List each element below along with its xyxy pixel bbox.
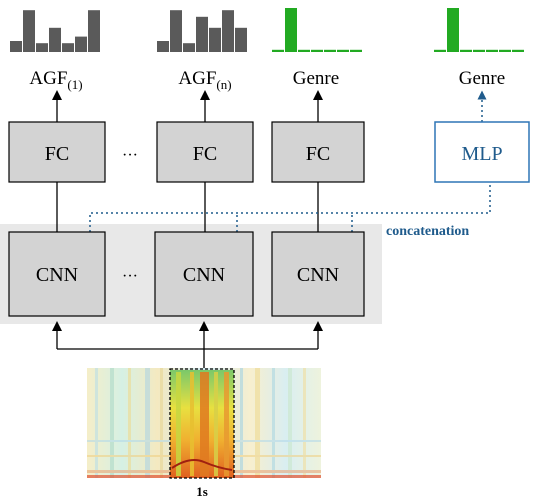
agf-1-label: AGF(1) <box>29 68 82 92</box>
histogram-bar <box>23 10 35 52</box>
svg-text:FC: FC <box>193 143 217 165</box>
svg-text:FC: FC <box>306 143 330 165</box>
histogram-bar <box>447 8 459 52</box>
histogram-bar <box>499 49 511 52</box>
histogram-bar <box>486 49 498 52</box>
cnn-box-1: CNN <box>8 231 106 317</box>
histogram-bar <box>75 36 87 52</box>
histogram-bar <box>196 16 208 52</box>
svg-text:CNN: CNN <box>297 264 339 286</box>
cnn-ellipsis: ··· <box>122 268 138 285</box>
fc-ellipsis: ··· <box>122 147 138 164</box>
mlp-box: MLP <box>434 121 530 183</box>
fc-box-n: FC <box>156 121 254 183</box>
histogram-bar <box>170 10 182 52</box>
histogram-bar <box>311 49 323 52</box>
histogram-bar <box>298 49 310 52</box>
histogram-bar <box>49 27 61 52</box>
histogram-bar <box>350 49 362 52</box>
histogram-bar <box>36 43 48 52</box>
input-distribution-arrows <box>52 321 323 368</box>
histogram-bar <box>10 41 22 52</box>
cnn-box-genre: CNN <box>271 231 365 317</box>
fc-box-genre: FC <box>271 121 365 183</box>
svg-text:MLP: MLP <box>461 143 502 165</box>
histogram-bar <box>157 41 169 52</box>
histogram-bar <box>460 49 472 52</box>
histogram-bar <box>285 8 297 52</box>
genre-fc-histogram <box>272 8 362 52</box>
histogram-bar <box>88 10 100 52</box>
svg-text:CNN: CNN <box>36 264 78 286</box>
histogram-bar <box>272 49 284 52</box>
segment-length-label: 1s <box>196 484 208 499</box>
histogram-bar <box>183 43 195 52</box>
histogram-bar <box>434 49 446 52</box>
svg-text:FC: FC <box>45 143 69 165</box>
histogram-bar <box>337 49 349 52</box>
concatenation-connector <box>89 182 491 232</box>
concatenation-label: concatenation <box>386 224 469 239</box>
genre-mlp-label: Genre <box>459 68 505 89</box>
histogram-bar <box>473 49 485 52</box>
genre-fc-label: Genre <box>293 68 339 89</box>
svg-text:CNN: CNN <box>183 264 225 286</box>
histogram-bar <box>209 27 221 52</box>
histogram-bar <box>324 49 336 52</box>
histogram-bar <box>62 43 74 52</box>
agf-n-label: AGF(n) <box>178 68 231 92</box>
genre-mlp-histogram <box>434 8 524 52</box>
spectrogram-image <box>87 368 321 479</box>
histogram-bar <box>512 49 524 52</box>
fc-box-1: FC <box>8 121 106 183</box>
histogram-bar <box>235 27 247 52</box>
cnn-box-n: CNN <box>154 231 254 317</box>
histogram-bar <box>222 10 234 52</box>
agf-n-histogram <box>157 10 247 52</box>
agf-1-histogram <box>10 10 100 52</box>
